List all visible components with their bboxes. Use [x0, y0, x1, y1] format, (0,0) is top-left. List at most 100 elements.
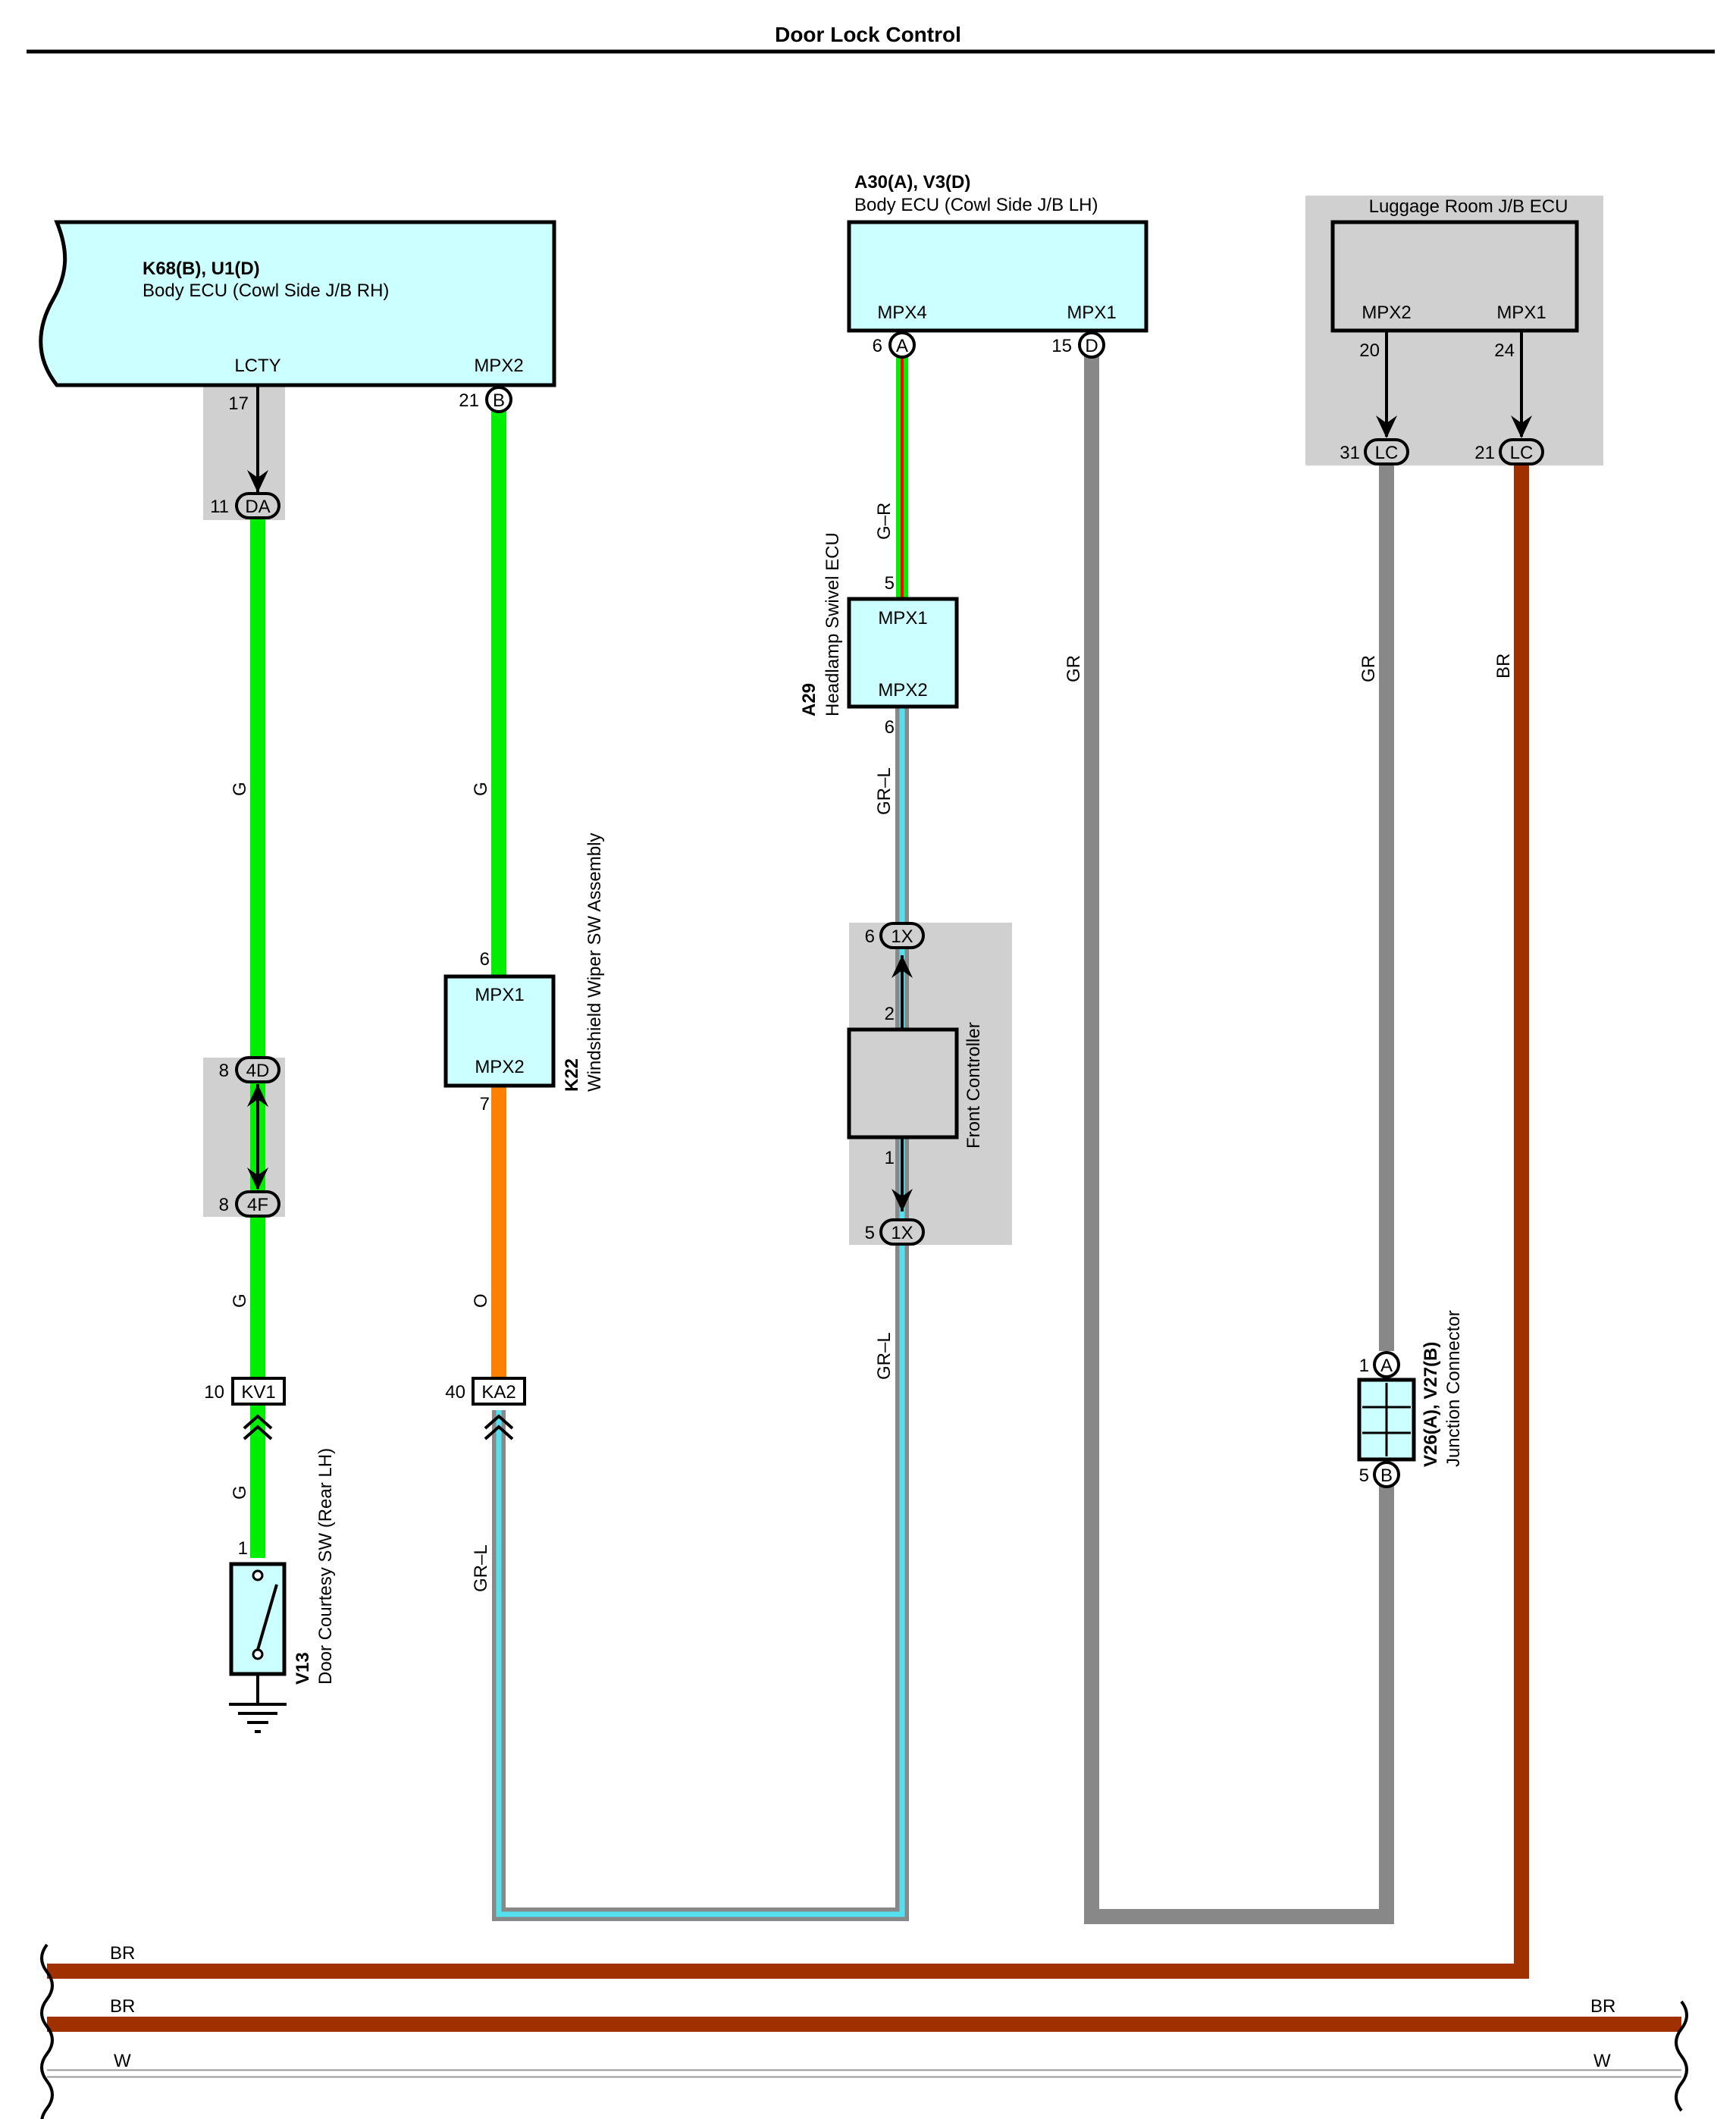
- ka2-chevron: [484, 1414, 514, 1440]
- wire-label-gr-r: G–R: [874, 503, 895, 540]
- pin-7-wiper: 7: [480, 1094, 490, 1114]
- connector-lc-31: LC: [1364, 438, 1409, 465]
- arrow-lc-21: [1511, 415, 1532, 438]
- wire-grl-loop: [492, 705, 909, 1921]
- svg-text:B: B: [1380, 1465, 1393, 1486]
- bus-label-w-left: W: [114, 2051, 131, 2071]
- svg-text:KA2: KA2: [481, 1382, 515, 1403]
- connector-1x-bottom: 1X: [879, 1218, 925, 1246]
- svg-text:B: B: [493, 390, 505, 411]
- wire-label-g1: G: [230, 782, 250, 796]
- wire-label-grl1: GR–L: [471, 1544, 491, 1592]
- junction-pin-b: B: [1373, 1461, 1400, 1488]
- connector-da: DA: [235, 492, 280, 519]
- wiper-pin-mpx1: MPX1: [475, 985, 524, 1005]
- connector-4f: 4F: [235, 1190, 280, 1218]
- bus-break-left: [40, 1943, 54, 2119]
- pin-11: 11: [210, 497, 229, 517]
- body-ecu-lh-name: Body ECU (Cowl Side J/B LH): [854, 195, 1098, 215]
- pin-mpx4-label: MPX4: [877, 302, 926, 323]
- wire-label-g4: G: [471, 782, 491, 796]
- arrow-up-1x: [892, 955, 913, 978]
- wire-label-gr1: GR: [1064, 655, 1084, 682]
- headlamp-ecu-code: A29: [799, 683, 819, 716]
- pin-1-sw: 1: [238, 1538, 248, 1559]
- pin-lcty-label: LCTY: [234, 356, 280, 376]
- pin-mpx1-label: MPX1: [1067, 302, 1116, 323]
- wiper-sw-box: [443, 974, 556, 1088]
- wire-label-g2: G: [230, 1293, 250, 1308]
- connector-lc-21: LC: [1499, 438, 1544, 465]
- wire-label-br: BR: [1493, 654, 1514, 679]
- svg-text:A: A: [1380, 1356, 1393, 1376]
- connector-4d: 4D: [235, 1056, 280, 1083]
- page-title: Door Lock Control: [775, 23, 961, 46]
- pin-40: 40: [445, 1382, 465, 1403]
- door-sw-name: Door Courtesy SW (Rear LH): [315, 1448, 336, 1685]
- svg-text:KV1: KV1: [241, 1382, 275, 1403]
- wire-label-grl3: GR–L: [874, 1332, 895, 1380]
- wire-label-g3: G: [230, 1485, 250, 1500]
- connector-a: A: [888, 331, 916, 359]
- arrow-up-4d: [247, 1084, 268, 1107]
- pin-1-fc: 1: [885, 1148, 895, 1168]
- pin-5-junction: 5: [1359, 1465, 1369, 1486]
- pin-21-lc: 21: [1474, 443, 1495, 463]
- headlamp-pin-mpx2: MPX2: [878, 680, 927, 701]
- arrow-down-4f: [247, 1168, 268, 1190]
- kv1-chevron: [243, 1414, 273, 1440]
- front-controller-box: [847, 1027, 959, 1139]
- svg-text:4D: 4D: [246, 1061, 270, 1081]
- connector-b: B: [485, 386, 512, 413]
- body-ecu-rh-code: K68(B), U1(D): [143, 259, 260, 279]
- wiper-sw-code: K22: [562, 1058, 582, 1092]
- pin-24: 24: [1494, 340, 1515, 361]
- junction-code: V26(A), V27(B): [1421, 1342, 1441, 1467]
- pin-8-4d: 8: [219, 1061, 229, 1081]
- body-ecu-lh-code: A30(A), V3(D): [854, 172, 970, 193]
- connector-d: D: [1078, 331, 1105, 359]
- wire-label-gr2: GR: [1358, 655, 1379, 682]
- connector-kv1: KV1: [231, 1377, 286, 1406]
- svg-text:LC: LC: [1375, 443, 1399, 463]
- pin-6-headlamp: 6: [885, 717, 895, 738]
- wire-label-o: O: [471, 1293, 491, 1308]
- pin-17: 17: [228, 393, 249, 414]
- headlamp-ecu-box: [847, 597, 959, 709]
- front-controller-name: Front Controller: [964, 1022, 984, 1149]
- luggage-pin-mpx2: MPX2: [1362, 302, 1411, 323]
- arrow-lc-31: [1376, 415, 1397, 438]
- junction-pin-a: A: [1373, 1351, 1400, 1378]
- body-ecu-rh-box: [39, 220, 556, 387]
- pin-6-wiper: 6: [480, 949, 490, 970]
- junction-shade-4d4f: [203, 1058, 285, 1217]
- pin-mpx2-label: MPX2: [474, 356, 523, 376]
- bus-break-right: [1675, 2000, 1688, 2112]
- svg-text:LC: LC: [1510, 443, 1534, 463]
- pin-21-b: 21: [459, 390, 479, 411]
- bus-label-w-right: W: [1593, 2051, 1611, 2071]
- wiper-pin-mpx2: MPX2: [475, 1057, 524, 1077]
- arrow-lcty-da: [247, 470, 268, 493]
- bus-label-br2-left: BR: [110, 1996, 135, 2017]
- wire-br-lc: [47, 464, 1529, 1979]
- svg-text:DA: DA: [245, 497, 270, 517]
- luggage-ecu-name: Luggage Room J/B ECU: [1369, 196, 1568, 217]
- junction-name: Junction Connector: [1443, 1310, 1464, 1467]
- wiper-sw-name: Windshield Wiper SW Assembly: [584, 833, 605, 1092]
- luggage-ecu-box: [1330, 220, 1579, 333]
- pin-5-1x: 5: [865, 1223, 875, 1243]
- svg-text:1X: 1X: [891, 926, 913, 947]
- bus-label-br1: BR: [110, 1943, 135, 1964]
- pin-2-fc: 2: [885, 1004, 895, 1024]
- svg-text:D: D: [1085, 336, 1098, 356]
- pin-6-1x: 6: [865, 926, 875, 947]
- svg-text:4F: 4F: [247, 1195, 268, 1215]
- wire-label-grl2: GR–L: [874, 767, 895, 815]
- connector-1x-top: 1X: [879, 922, 925, 949]
- connector-ka2: KA2: [472, 1377, 526, 1406]
- headlamp-ecu-name: Headlamp Swivel ECU: [823, 532, 843, 716]
- switch-contact: [256, 1584, 278, 1650]
- pin-8-4f: 8: [219, 1195, 229, 1215]
- pin-15: 15: [1051, 336, 1072, 356]
